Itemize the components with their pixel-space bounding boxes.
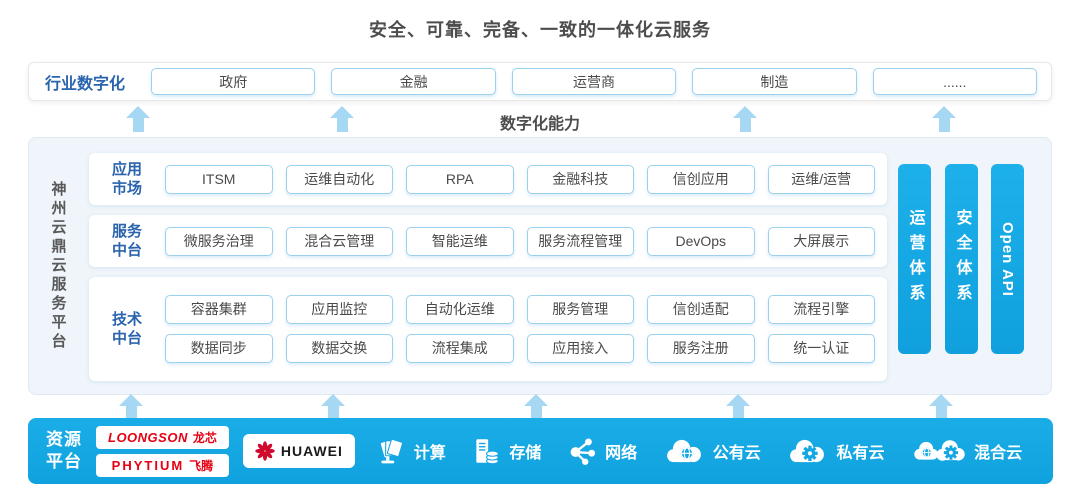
industry-band: 行业数字化 政府 金融 运营商 制造 ...... <box>28 62 1052 101</box>
chip-process-integration: 流程集成 <box>406 334 514 363</box>
chip-microservice-governance: 微服务治理 <box>165 226 273 256</box>
up-arrow-icon <box>932 106 956 132</box>
platform-side-label: 神州云鼎云服务平台 <box>49 180 67 352</box>
storage-icon <box>476 439 500 465</box>
up-arrow-icon <box>119 394 143 420</box>
chip-app-monitoring: 应用监控 <box>285 295 393 324</box>
up-arrow-icon <box>126 106 150 132</box>
chip-automated-ops: 自动化运维 <box>406 295 514 324</box>
chip-unified-auth: 统一认证 <box>767 334 875 363</box>
resource-compute: 计算 <box>376 436 446 466</box>
up-arrow-icon <box>330 106 354 132</box>
chip-app-access: 应用接入 <box>526 334 634 363</box>
resource-public-cloud: 公有云 <box>663 437 761 465</box>
chip-container-cluster: 容器集群 <box>165 295 273 324</box>
industry-band-label: 行业数字化 <box>45 75 126 93</box>
private-cloud-icon <box>790 439 825 463</box>
industry-items: 政府 金融 运营商 制造 ...... <box>151 68 1037 95</box>
pillar-open-api: Open API <box>991 164 1024 354</box>
resource-network: 网络 <box>567 436 637 466</box>
chip-fintech: 金融科技 <box>526 164 634 194</box>
platform-panel: 神州云鼎云服务平台 应用 市场 ITSM 运维自动化 RPA 金融科技 信创应用… <box>28 137 1052 395</box>
capability-label: 数字化能力 <box>499 116 580 133</box>
industry-item-manufacturing: 制造 <box>692 68 857 95</box>
chip-rpa: RPA <box>406 164 514 194</box>
hybrid-cloud-icon <box>914 440 965 461</box>
up-arrow-icon <box>726 394 750 420</box>
pillar-operation-system: 运营体系 <box>898 164 931 354</box>
pillar-security-system: 安全体系 <box>945 164 978 354</box>
up-arrow-icon <box>929 394 953 420</box>
chip-hybrid-cloud-mgmt: 混合云管理 <box>285 226 393 256</box>
industry-item-operator: 运营商 <box>511 68 677 95</box>
up-arrow-icon <box>524 394 548 420</box>
compute-icon <box>380 438 403 464</box>
resource-platform-label: 资源 平台 <box>46 429 82 471</box>
service-middle-row: 服务 中台 微服务治理 混合云管理 智能运维 服务流程管理 DevOps 大屏展… <box>89 215 887 267</box>
resource-platform-bar: 资源 平台 LOONGSON 龙芯 PHYTIUM 飞腾 <box>28 418 1053 484</box>
chip-data-exchange: 数据交换 <box>285 334 393 363</box>
chip-service-registry: 服务注册 <box>647 334 755 363</box>
huawei-flower-icon <box>255 441 275 461</box>
chip-data-sync: 数据同步 <box>165 334 273 363</box>
industry-item-more: ...... <box>872 68 1037 95</box>
tech-middle-row: 技术 中台 容器集群 应用监控 自动化运维 服务管理 信创适配 流程引擎 数据同… <box>89 277 887 381</box>
resource-storage: 存储 <box>471 436 541 466</box>
chip-service-process-mgmt: 服务流程管理 <box>526 226 634 256</box>
chip-big-screen: 大屏展示 <box>767 226 875 256</box>
loongson-logo: LOONGSON 龙芯 <box>96 425 229 449</box>
chip-ops-automation: 运维自动化 <box>285 164 393 194</box>
app-market-row: 应用 市场 ITSM 运维自动化 RPA 金融科技 信创应用 运维/运营 <box>89 153 887 205</box>
phytium-logo: PHYTIUM 飞腾 <box>96 453 229 477</box>
huawei-logo: HUAWEI <box>242 434 355 468</box>
chip-process-engine: 流程引擎 <box>767 295 875 324</box>
up-arrow-icon <box>733 106 757 132</box>
chip-devops: DevOps <box>647 226 755 256</box>
resource-hybrid-cloud: 混合云 <box>910 437 1022 465</box>
cpu-vendors: LOONGSON 龙芯 PHYTIUM 飞腾 <box>96 425 229 477</box>
network-icon <box>570 438 596 465</box>
service-middle-label: 服务 中台 <box>111 222 142 260</box>
industry-item-finance: 金融 <box>331 68 496 95</box>
resource-private-cloud: 私有云 <box>786 437 884 465</box>
chip-service-mgmt: 服务管理 <box>526 295 634 324</box>
chip-itsm: ITSM <box>165 164 273 194</box>
app-market-label: 应用 市场 <box>111 160 142 198</box>
chip-intelligent-ops: 智能运维 <box>406 226 514 256</box>
resource-items: 计算 存储 <box>363 436 1035 466</box>
chip-xinchuang-app: 信创应用 <box>647 164 755 194</box>
page-title: 安全、可靠、完备、一致的一体化云服务 <box>369 20 711 40</box>
tech-middle-label: 技术 中台 <box>111 310 142 348</box>
chip-xinchuang-adaptation: 信创适配 <box>647 295 755 324</box>
up-arrow-icon <box>321 394 345 420</box>
chip-ops-operation: 运维/运营 <box>767 164 875 194</box>
industry-item-government: 政府 <box>151 68 316 95</box>
public-cloud-icon <box>666 439 701 463</box>
